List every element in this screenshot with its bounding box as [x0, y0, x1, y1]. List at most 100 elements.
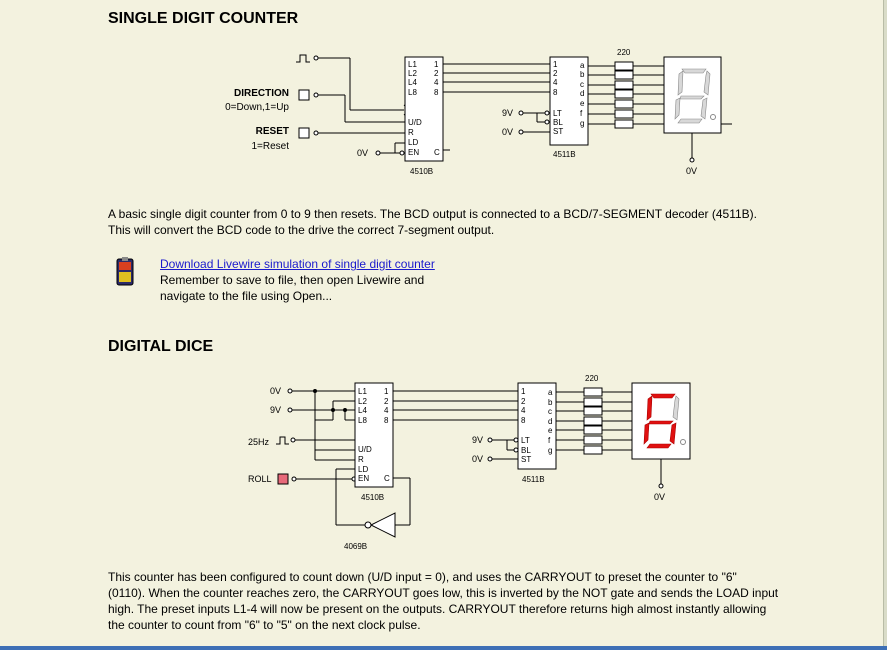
svg-text:BL: BL	[553, 118, 563, 127]
svg-text:8: 8	[553, 88, 558, 97]
svg-text:4: 4	[521, 406, 526, 415]
clock-input-icon	[276, 436, 289, 445]
svg-text:ST: ST	[553, 127, 563, 136]
svg-text:g: g	[548, 446, 552, 455]
download-instructions: Remember to save to file, then open Live…	[160, 273, 425, 303]
not-gate-icon	[364, 512, 396, 538]
svg-text:e: e	[580, 99, 585, 108]
livewire-app-icon	[116, 257, 134, 286]
svg-text:0V: 0V	[654, 492, 665, 502]
clock-input-icon	[296, 54, 319, 63]
svg-text:e: e	[548, 426, 553, 435]
svg-text:2: 2	[384, 397, 389, 406]
svg-text:9V: 9V	[472, 435, 483, 445]
svg-text:8: 8	[384, 416, 389, 425]
svg-text:C: C	[384, 474, 390, 483]
counter-chip-4510b	[404, 56, 444, 162]
svg-text:d: d	[548, 417, 552, 426]
svg-text:LT: LT	[521, 436, 530, 445]
decoder-pin-labels: 1 2 4 8 LT BL ST a b c d e f g	[553, 60, 585, 136]
svg-text:C: C	[434, 148, 440, 157]
svg-text:LT: LT	[553, 109, 562, 118]
svg-text:g: g	[580, 119, 584, 128]
counter-chip-label: 4510B	[410, 167, 433, 176]
display-segments	[643, 393, 680, 449]
svg-text:4511B: 4511B	[522, 475, 545, 484]
svg-text:L8: L8	[358, 416, 367, 425]
resistor-value-label: 220	[617, 48, 631, 57]
svg-text:0V: 0V	[502, 127, 513, 137]
decoder-chip-4511b	[549, 56, 589, 146]
counter-chip-4510b	[354, 382, 394, 488]
svg-text:2: 2	[434, 69, 439, 78]
svg-text:c: c	[580, 80, 584, 89]
resistor-array	[588, 61, 664, 129]
svg-text:4: 4	[434, 78, 439, 87]
decoder-chip-4511b	[517, 382, 557, 470]
reset-note: 1=Reset	[251, 141, 289, 152]
svg-text:R: R	[408, 128, 414, 137]
single-digit-counter-diagram: DIRECTION 0=Down,1=Up RESET 1=Reset 0V L…	[225, 48, 732, 176]
counter-pin-labels: L1 L2 L4 L8 U/D R LD EN 1 2 4 8 C	[358, 387, 390, 483]
direction-switch[interactable]	[298, 89, 310, 101]
svg-text:1: 1	[553, 60, 558, 69]
svg-text:ST: ST	[521, 455, 531, 464]
svg-text:L4: L4	[408, 78, 417, 87]
svg-text:2: 2	[553, 69, 558, 78]
svg-text:b: b	[580, 70, 585, 79]
svg-text:25Hz: 25Hz	[248, 437, 270, 447]
display-segments	[674, 68, 711, 124]
svg-text:L1: L1	[358, 387, 367, 396]
single-digit-counter-description: A basic single digit counter from 0 to 9…	[108, 207, 757, 237]
resistor-array	[556, 387, 632, 455]
svg-text:0V: 0V	[472, 454, 483, 464]
svg-text:L4: L4	[358, 406, 367, 415]
svg-text:b: b	[548, 398, 553, 407]
svg-text:0V: 0V	[270, 386, 281, 396]
svg-text:a: a	[548, 388, 553, 397]
reset-switch[interactable]	[298, 127, 310, 139]
svg-text:9V: 9V	[270, 405, 281, 415]
reset-label: RESET	[256, 126, 289, 137]
direction-label: DIRECTION	[234, 88, 289, 99]
svg-text:U/D: U/D	[358, 445, 372, 454]
direction-note: 0=Down,1=Up	[225, 102, 289, 113]
svg-text:8: 8	[521, 416, 526, 425]
inverter-chip-label: 4069B	[344, 542, 367, 551]
svg-text:1: 1	[434, 60, 439, 69]
svg-text:LD: LD	[358, 465, 368, 474]
svg-text:f: f	[580, 109, 583, 118]
svg-text:a: a	[580, 61, 585, 70]
svg-text:f: f	[548, 436, 551, 445]
status-bar	[0, 646, 887, 650]
zero-volt-label: 0V	[357, 148, 368, 158]
svg-text:U/D: U/D	[408, 118, 422, 127]
svg-text:4: 4	[384, 406, 389, 415]
svg-text:EN: EN	[408, 148, 419, 157]
digital-dice-description: This counter has been configured to coun…	[108, 570, 779, 632]
svg-text:1: 1	[384, 387, 389, 396]
download-single-digit-counter-link[interactable]: Download Livewire simulation of single d…	[160, 257, 435, 271]
svg-text:9V: 9V	[502, 108, 513, 118]
svg-text:LD: LD	[408, 138, 418, 147]
svg-text:0V: 0V	[686, 166, 697, 176]
section-title-digital-dice: DIGITAL DICE	[108, 338, 214, 355]
decoder-chip-label: 4511B	[553, 150, 576, 159]
svg-text:L8: L8	[408, 88, 417, 97]
scrollbar[interactable]	[883, 0, 887, 650]
svg-text:L2: L2	[408, 69, 417, 78]
counter-pin-labels: L1 L2 L4 L8 U/D R LD EN 1 2 4 8 C	[408, 60, 440, 157]
svg-text:R: R	[358, 455, 364, 464]
svg-text:d: d	[580, 89, 584, 98]
roll-switch[interactable]	[277, 473, 289, 485]
svg-text:BL: BL	[521, 446, 531, 455]
svg-text:8: 8	[434, 88, 439, 97]
digital-dice-diagram: 0V 9V 25Hz ROLL L1 L2 L4 L8 U/D R LD EN …	[248, 374, 691, 551]
svg-text:1: 1	[521, 387, 526, 396]
svg-text:220: 220	[585, 374, 599, 383]
section-title-single-digit-counter: SINGLE DIGIT COUNTER	[108, 10, 299, 27]
roll-label: ROLL	[248, 474, 272, 484]
svg-text:2: 2	[521, 397, 526, 406]
svg-text:EN: EN	[358, 474, 369, 483]
svg-text:4: 4	[553, 78, 558, 87]
